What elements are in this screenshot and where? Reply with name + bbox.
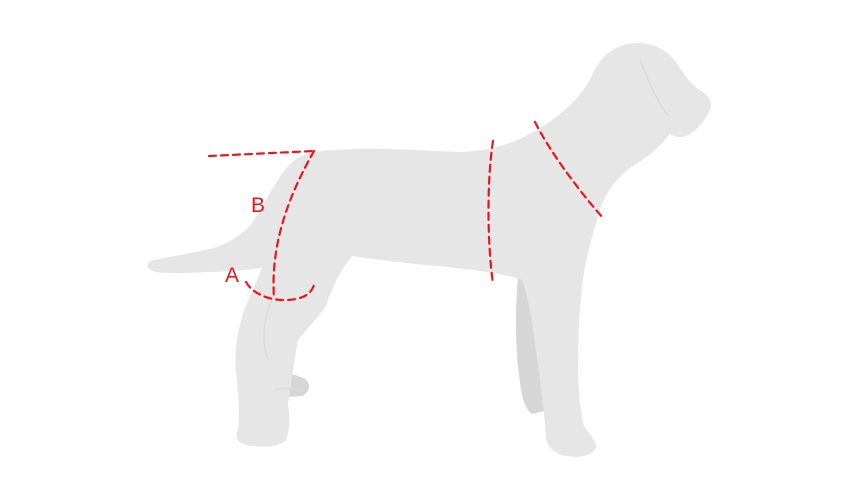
label-b: B [251,194,265,217]
neck-girth-line [533,120,605,220]
dog-silhouette [147,42,711,457]
label-a: A [225,264,239,287]
back-height-line [207,149,316,158]
dog-details [263,59,669,393]
hind-leg-circumference-a [244,280,316,302]
measurement-lines [207,120,605,302]
hind-leg-measure-b [272,149,316,300]
chest-girth-line [487,139,495,286]
